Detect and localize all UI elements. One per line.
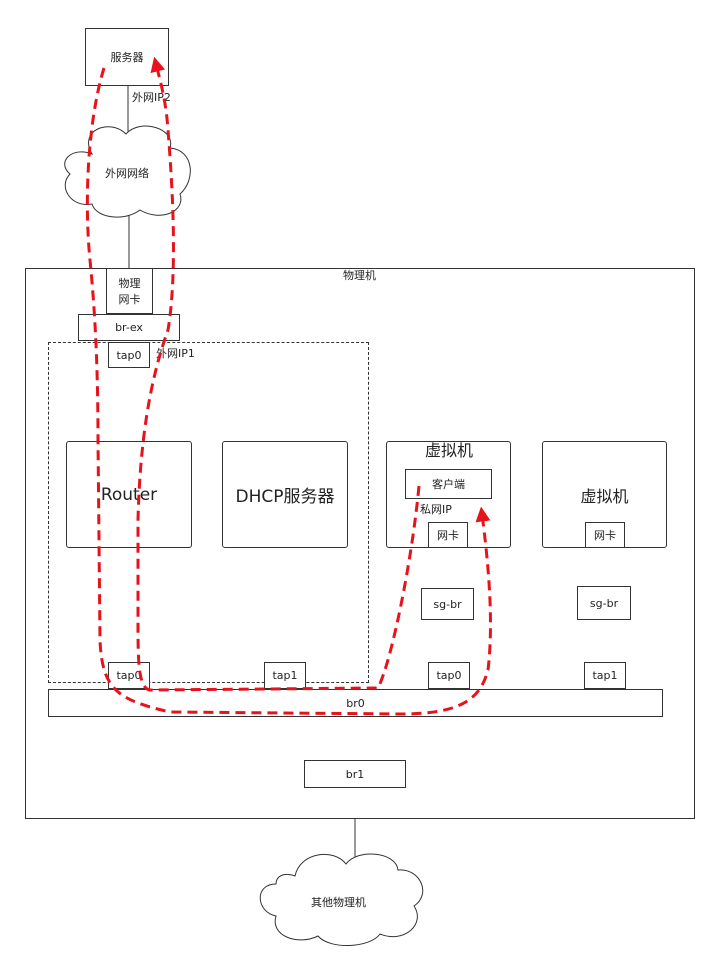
vm1-tap-box: tap0 (428, 662, 470, 689)
physical-nic-label-2: 网卡 (118, 293, 141, 306)
server-label: 服务器 (110, 51, 144, 64)
physical-nic-label-1: 物理 (118, 277, 141, 290)
br1-label: br1 (345, 767, 365, 781)
vm2-tap-label: tap1 (592, 669, 618, 682)
vm1-nic-label: 网卡 (437, 529, 459, 542)
vm2-nic-box: 网卡 (585, 522, 625, 548)
vm1-tap-label: tap0 (436, 669, 462, 682)
vm1-sg-br-label: sg-br (433, 597, 462, 611)
physical-machine-label: 物理机 (343, 269, 376, 282)
router-box: Router (66, 441, 192, 548)
vm2-nic-label: 网卡 (594, 529, 616, 542)
br-ex-box: br-ex (78, 314, 180, 341)
vm1-title: 虚拟机 (425, 441, 474, 460)
physical-nic-box: 物理 网卡 (106, 268, 153, 314)
dhcp-tap-label: tap1 (272, 669, 298, 682)
cloud-bottom (259, 853, 424, 947)
br-ex-label: br-ex (115, 321, 143, 334)
ext-ip2-label: 外网IP2 (132, 91, 171, 104)
router-tap-bottom: tap0 (108, 662, 150, 689)
server-box: 服务器 (85, 28, 169, 86)
router-tap-top-label: tap0 (116, 348, 142, 362)
other-machines-label: 其他物理机 (311, 896, 366, 909)
vm1-client-box: 客户端 (405, 469, 492, 499)
dhcp-server-box: DHCP服务器 (222, 441, 348, 548)
vm2-sg-br-label: sg-br (589, 596, 619, 610)
br0-label: br0 (346, 696, 365, 710)
vm2-tap-box: tap1 (584, 662, 626, 689)
ext-net-label: 外网网络 (105, 167, 149, 180)
vm1-private-ip-label: 私网IP (420, 503, 452, 516)
vm2-title: 虚拟机 (580, 486, 629, 506)
vm1-nic-box: 网卡 (428, 522, 468, 548)
dhcp-server-label: DHCP服务器 (235, 487, 335, 507)
router-label: Router (100, 484, 158, 505)
router-tap-bottom-label: tap0 (116, 669, 142, 682)
ext-ip1-label: 外网IP1 (156, 347, 195, 360)
vm1-client-label: 客户端 (432, 478, 465, 491)
vm2-sg-br-box: sg-br (577, 586, 631, 620)
br1-bridge: br1 (304, 760, 406, 788)
dhcp-tap-box: tap1 (264, 662, 306, 689)
vm1-sg-br-box: sg-br (421, 588, 474, 620)
br0-bridge: br0 (48, 689, 663, 717)
router-tap-top: tap0 (108, 342, 150, 368)
